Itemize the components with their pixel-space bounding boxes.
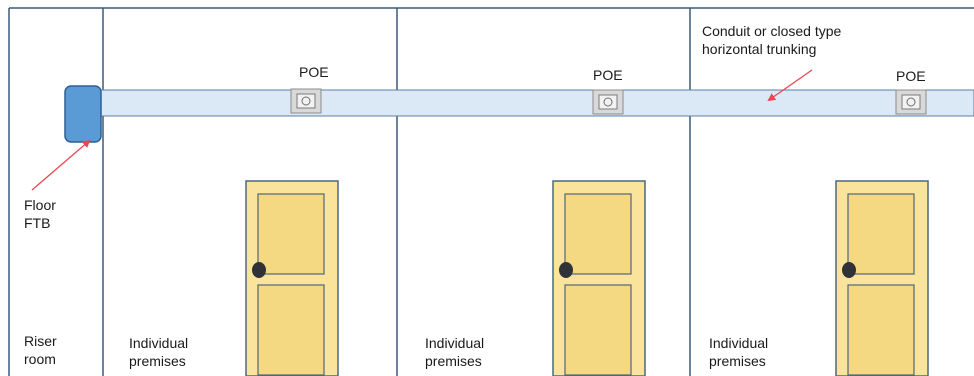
poe-label-2: POE [593, 67, 623, 83]
conduit-label: Conduit or closed type horizontal trunki… [702, 22, 841, 58]
door-knob [252, 262, 266, 278]
poe-box-3 [895, 89, 927, 115]
premises-label-3: Individual premises [709, 334, 768, 370]
floor-ftb-label-line-1: Floor [24, 197, 56, 213]
conduit-label-line-1: Conduit or closed type [702, 23, 842, 39]
door-3 [835, 180, 929, 376]
horizontal-trunking [95, 89, 974, 117]
premises-label-line-1: Individual [129, 335, 189, 351]
door-knob [842, 262, 856, 278]
floor-ftb-box [64, 85, 102, 143]
poe-label-3: POE [896, 68, 926, 84]
room-walls [8, 7, 974, 376]
poe-box-1 [290, 88, 322, 114]
riser-room-label-line-2: room [24, 351, 56, 367]
riser-room-label-line-1: Riser [24, 333, 57, 349]
premises-label-line-2: premises [425, 353, 482, 369]
poe-box-2 [592, 89, 624, 115]
floor-ftb-label-line-2: FTB [24, 215, 51, 231]
premises-label-line-1: Individual [425, 335, 485, 351]
poe-label-1: POE [299, 64, 329, 80]
premises-label-line-1: Individual [709, 335, 769, 351]
riser-room-label: Riser room [24, 332, 57, 368]
premises-label-line-2: premises [129, 353, 186, 369]
door-1 [245, 180, 339, 376]
door-2 [552, 180, 646, 376]
arrow-to-trunking [767, 69, 813, 102]
premises-label-1: Individual premises [129, 334, 188, 370]
arrow-to-floor-ftb [31, 139, 91, 191]
premises-label-line-2: premises [709, 353, 766, 369]
floor-ftb-label: Floor FTB [24, 196, 56, 232]
door-knob [559, 262, 573, 278]
conduit-label-line-2: horizontal trunking [702, 41, 817, 57]
premises-label-2: Individual premises [425, 334, 484, 370]
